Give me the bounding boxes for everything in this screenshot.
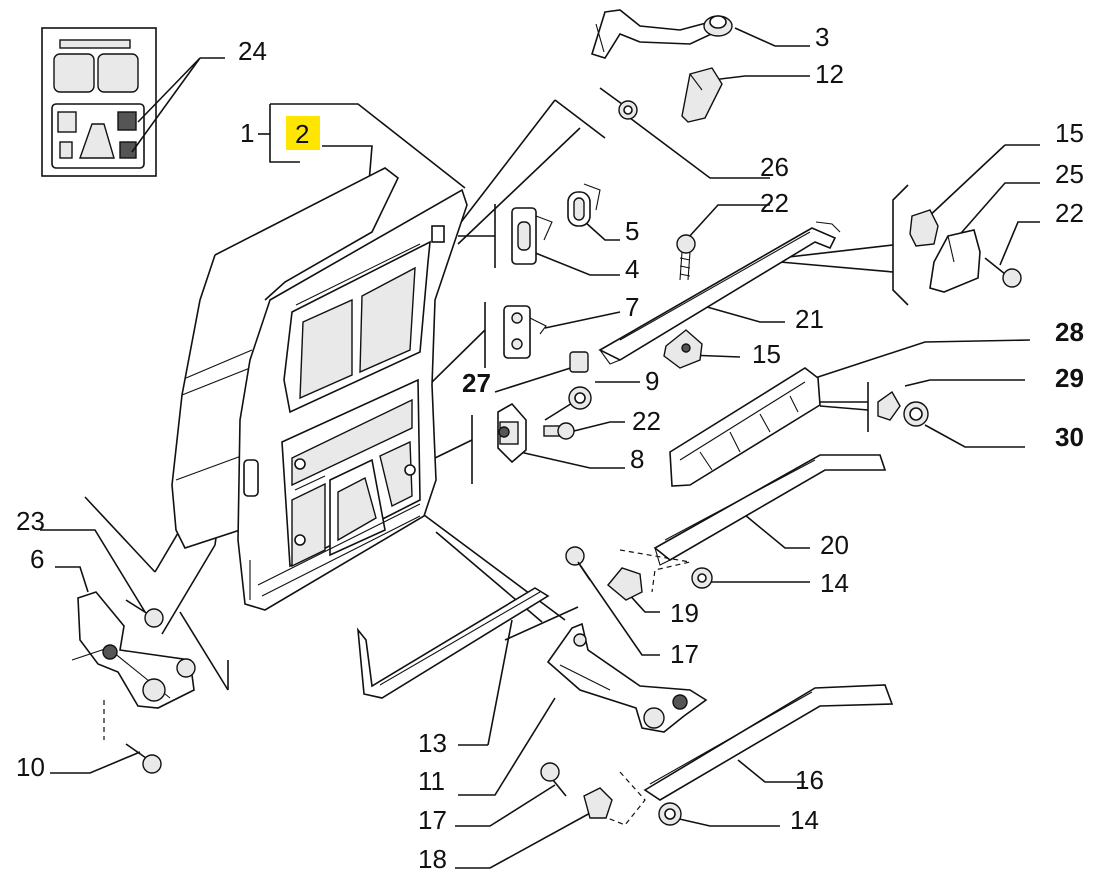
- callout-14-mid[interactable]: 14: [820, 568, 849, 598]
- callout-labels: 1 2 3 4 5 6 7 8 9 10 11 12 13 14 14 15 1…: [16, 22, 1084, 874]
- clip-25: [929, 229, 981, 293]
- bracket-15-right: [909, 209, 939, 247]
- nut-9: [568, 386, 592, 410]
- callout-21[interactable]: 21: [795, 304, 824, 334]
- callout-22-top[interactable]: 22: [760, 188, 789, 218]
- callout-4[interactable]: 4: [625, 254, 639, 284]
- sliding-door-panel: [171, 167, 468, 611]
- screw-22-mid: [543, 422, 575, 440]
- callout-7[interactable]: 7: [625, 292, 639, 322]
- lower-channel-13: [356, 587, 550, 699]
- nut-14-mid: [691, 567, 713, 589]
- screw-22-right: [984, 257, 1022, 288]
- vehicle-locator-inset: [41, 27, 157, 177]
- lower-guide-rail-16: [643, 684, 894, 801]
- hinge-assembly-6: [71, 591, 196, 740]
- hinge-striker: [503, 305, 547, 359]
- bolt-10: [125, 743, 162, 774]
- upper-roller-arm: [590, 9, 733, 59]
- bracket-15-mid: [663, 329, 703, 369]
- callout-13[interactable]: 13: [418, 728, 447, 758]
- clip-18: [583, 787, 613, 819]
- callout-23[interactable]: 23: [16, 506, 45, 536]
- clip-19: [607, 567, 643, 601]
- callout-2[interactable]: 2: [295, 119, 309, 149]
- callout-30[interactable]: 30: [1055, 422, 1084, 452]
- screw-17-bottom: [540, 762, 567, 797]
- callout-14-bottom[interactable]: 14: [790, 805, 819, 835]
- callout-19[interactable]: 19: [670, 598, 699, 628]
- callout-9[interactable]: 9: [645, 366, 659, 396]
- screw-22-top: [676, 234, 696, 281]
- callout-8[interactable]: 8: [630, 444, 644, 474]
- callout-1[interactable]: 1: [240, 118, 254, 148]
- callout-11[interactable]: 11: [418, 766, 445, 796]
- trim-panel-28: [669, 367, 821, 487]
- callout-6[interactable]: 6: [30, 544, 44, 574]
- door-bumper: [567, 183, 601, 227]
- callout-17-mid[interactable]: 17: [670, 639, 699, 669]
- callout-15-right[interactable]: 15: [1055, 118, 1084, 148]
- guide-cover-clip: [681, 67, 723, 123]
- part-2-highlight: [286, 116, 320, 150]
- bolt-23: [125, 599, 164, 628]
- lower-roller-arm-11: [546, 622, 708, 733]
- callout-10[interactable]: 10: [16, 752, 45, 782]
- callout-5[interactable]: 5: [625, 216, 639, 246]
- cap-30: [903, 401, 929, 427]
- callout-15-mid[interactable]: 15: [752, 339, 781, 369]
- nut-14-bottom: [658, 802, 682, 826]
- callout-3[interactable]: 3: [815, 22, 829, 52]
- lower-guide-rail-20: [653, 454, 887, 566]
- striker-plate: [511, 207, 553, 265]
- screw-26: [599, 87, 638, 120]
- callout-27[interactable]: 27: [462, 368, 491, 398]
- callout-17-bottom[interactable]: 17: [418, 805, 447, 835]
- callout-18[interactable]: 18: [418, 844, 447, 874]
- callout-20[interactable]: 20: [820, 530, 849, 560]
- screw-17-mid: [565, 546, 591, 581]
- grommet-29: [877, 390, 901, 421]
- latch-lock: [497, 402, 527, 464]
- callout-22-mid[interactable]: 22: [632, 406, 661, 436]
- callout-16[interactable]: 16: [795, 765, 824, 795]
- callout-28[interactable]: 28: [1055, 317, 1084, 347]
- upper-guide-rail: [598, 221, 841, 365]
- callout-12[interactable]: 12: [815, 59, 844, 89]
- callout-29[interactable]: 29: [1055, 363, 1084, 393]
- callout-22-right[interactable]: 22: [1055, 198, 1084, 228]
- callout-24[interactable]: 24: [238, 36, 267, 66]
- buffer-block: [569, 351, 589, 373]
- callout-25[interactable]: 25: [1055, 159, 1084, 189]
- callout-26[interactable]: 26: [760, 152, 789, 182]
